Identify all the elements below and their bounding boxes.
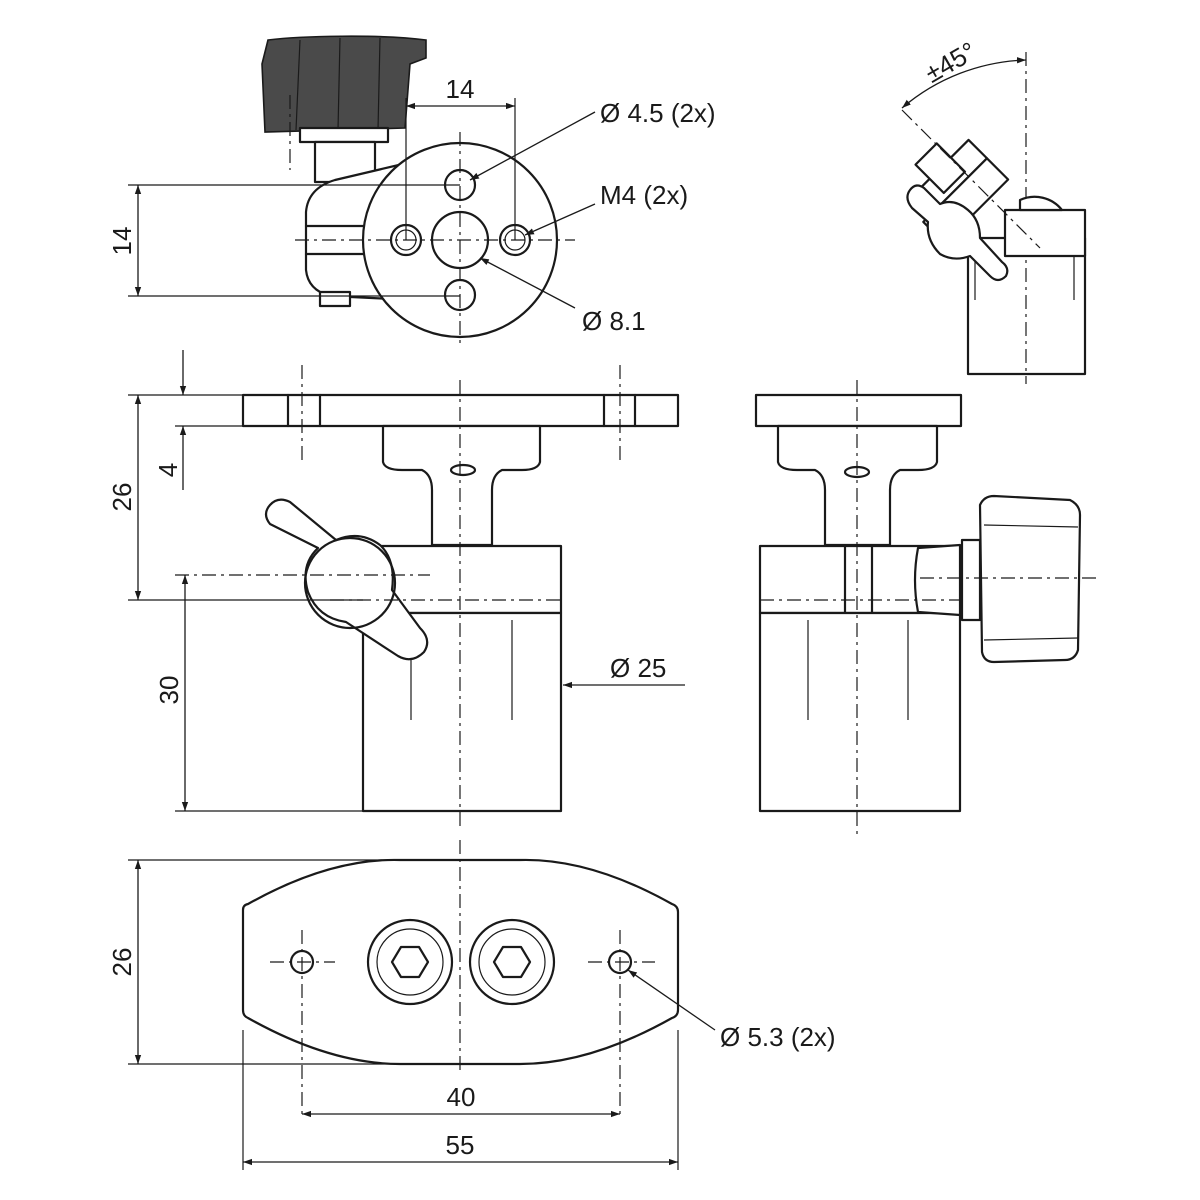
- label-mount-holes: Ø 5.3 (2x): [720, 1022, 836, 1052]
- side-view: [754, 380, 1100, 838]
- dim-base-height: 26: [107, 948, 137, 977]
- socket-screw-right: [468, 918, 556, 1006]
- knob-shape: [261, 35, 427, 184]
- wing-nut-detail: [906, 184, 1009, 282]
- neck: [381, 424, 542, 547]
- dim-body-height: 30: [154, 676, 184, 705]
- dim-hole-spacing: 40: [447, 1082, 476, 1112]
- dim-top-height: 14: [107, 227, 137, 256]
- dim-plate-thickness: 4: [153, 463, 183, 477]
- dim-top-hole-spacing: 14: [446, 74, 475, 104]
- side-plate: [754, 393, 963, 428]
- dim-overall-height: 26: [107, 483, 137, 512]
- label-swivel-angle: ±45°: [920, 36, 981, 89]
- wing-nut: [264, 498, 429, 661]
- front-view: 26 4 30 Ø 25: [107, 350, 685, 830]
- label-body-diameter: Ø 25: [610, 653, 666, 683]
- label-hole-diameter: Ø 4.5 (2x): [600, 98, 716, 128]
- label-center-bore: Ø 8.1: [582, 306, 646, 336]
- top-view: 14 14 Ø 4.5 (2x) M4 (2x) Ø 8.1: [107, 35, 716, 348]
- label-thread: M4 (2x): [600, 180, 688, 210]
- socket-screw-left: [366, 918, 454, 1006]
- side-knob: [978, 494, 1082, 664]
- bottom-view: 26 40 55 Ø 5.3 (2x): [107, 840, 836, 1170]
- dim-overall-width: 55: [446, 1130, 475, 1160]
- swivel-detail-view: ±45°: [901, 36, 1087, 384]
